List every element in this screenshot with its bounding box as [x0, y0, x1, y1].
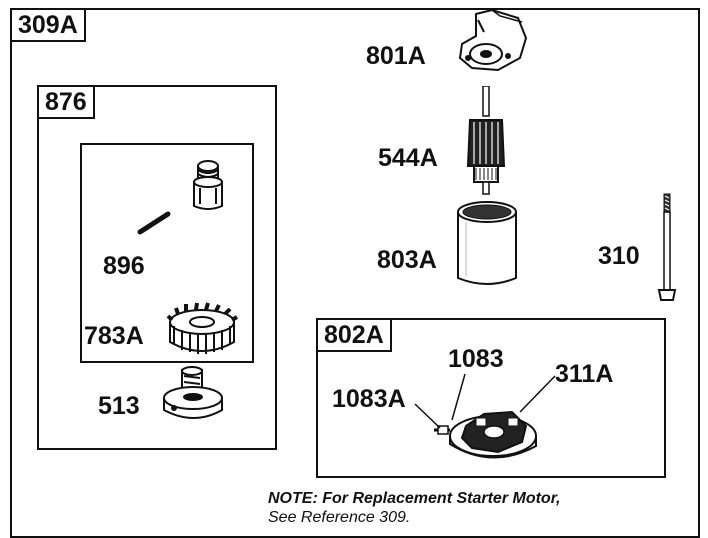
note-line-2: See Reference 309.: [268, 509, 411, 526]
kit-876-ref-tag: 876: [39, 87, 95, 119]
replacement-note: NOTE: For Replacement Starter Motor, See…: [268, 489, 561, 527]
kit-802A-ref-tag: 802A: [318, 320, 392, 352]
kit-876-frame: [37, 85, 277, 450]
through-bolt-drawing: [657, 193, 677, 301]
drive-spring-drawing: [193, 160, 223, 210]
part-label-1083: 1083: [448, 345, 504, 373]
roll-pin-drawing: [137, 211, 171, 235]
kit-876-inner-frame: [80, 143, 254, 363]
part-label-801A: 801A: [366, 42, 426, 70]
part-label-513: 513: [98, 392, 140, 420]
part-label-1083A: 1083A: [332, 385, 406, 413]
brush-plate-drawing: [434, 410, 537, 459]
kit-802A-frame: [316, 318, 666, 478]
part-label-803A: 803A: [377, 246, 437, 274]
end-cap-bracket-drawing: [458, 8, 528, 72]
part-label-544A: 544A: [378, 144, 438, 172]
pinion-housing-drawing: [163, 366, 223, 419]
assembly-ref-tag: 309A: [12, 10, 86, 42]
part-label-311A: 311A: [555, 360, 614, 388]
part-label-783A: 783A: [84, 322, 144, 350]
drive-gear-drawing: [166, 302, 239, 354]
armature-drawing: [466, 86, 506, 195]
part-label-896: 896: [103, 252, 145, 280]
housing-cylinder-drawing: [457, 201, 517, 285]
part-label-310: 310: [598, 242, 640, 270]
assembly-frame: [10, 8, 700, 538]
note-line-1: NOTE: For Replacement Starter Motor,: [268, 490, 561, 507]
